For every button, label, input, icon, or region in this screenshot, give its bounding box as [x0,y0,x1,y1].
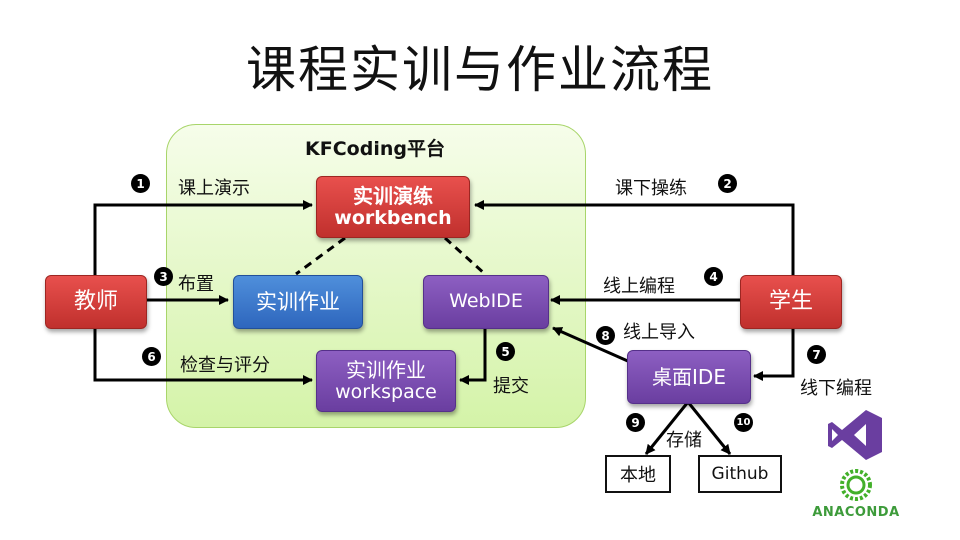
step-number-3: 3 [154,267,173,286]
arrow-student-to-workbench [474,200,795,277]
student-label: 学生 [768,289,813,315]
visual-studio-icon [828,410,882,460]
arrow-desktop-ide-to-github [686,401,732,455]
local-storage-box: 本地 [605,455,671,493]
anaconda-wordmark: ANACONDA [812,505,900,520]
step-number-9: 9 [626,413,645,432]
step-number-1: 1 [131,174,150,193]
dashed-workbench-webide [443,236,487,276]
step-label-5: 提交 [493,376,529,397]
github-box: Github [698,455,782,493]
workspace-title: 实训作业 [346,357,426,382]
step-label-1: 课上演示 [178,178,250,199]
arrow-desktop-ide-to-local [644,401,690,455]
student-node: 学生 [740,275,842,329]
desktop-ide-node: 桌面IDE [627,350,751,404]
platform-label: KFCoding平台 [305,138,445,160]
step-number-8: 8 [596,326,615,345]
arrow-webide-to-workspace [459,327,487,385]
step-number-2: 2 [718,174,737,193]
teacher-node: 教师 [45,275,147,329]
step-number-7: 7 [807,345,826,364]
workbench-node: 实训演练 workbench [316,176,470,238]
webide-label: WebIDE [449,290,523,313]
step-label-7: 线下编程 [800,378,872,399]
desktop-ide-label: 桌面IDE [652,364,726,389]
github-label: Github [711,464,769,484]
workspace-node: 实训作业 workspace [316,350,456,412]
step-label-2: 课下操练 [615,178,687,199]
step-number-10: 10 [734,413,753,432]
workbench-title: 实训演练 [353,183,433,208]
arrow-desktop-ide-to-webide [552,326,631,364]
arrow-teacher-to-workspace [93,325,313,385]
page-title: 课程实训与作业流程 [246,41,714,99]
dashed-workbench-homework [295,236,346,276]
workspace-subtitle: workspace [335,380,437,403]
teacher-label: 教师 [73,289,118,315]
step-label-8: 线上导入 [623,322,695,343]
webide-node: WebIDE [423,275,549,329]
step-label-3: 布置 [178,274,214,295]
step-number-4: 4 [704,267,723,286]
arrow-teacher-to-workbench [93,200,313,277]
homework-label: 实训作业 [256,289,340,314]
step-number-5: 5 [496,342,515,361]
anaconda-logo-icon [840,469,872,501]
step-label-9: 存储 [666,430,702,451]
homework-node: 实训作业 [233,275,363,329]
step-number-6: 6 [142,347,161,366]
arrow-student-to-desktop-ide [753,327,795,381]
local-label: 本地 [620,465,656,486]
step-label-6: 检查与评分 [180,355,270,376]
step-label-4: 线上编程 [603,276,675,297]
workbench-subtitle: workbench [334,206,452,229]
